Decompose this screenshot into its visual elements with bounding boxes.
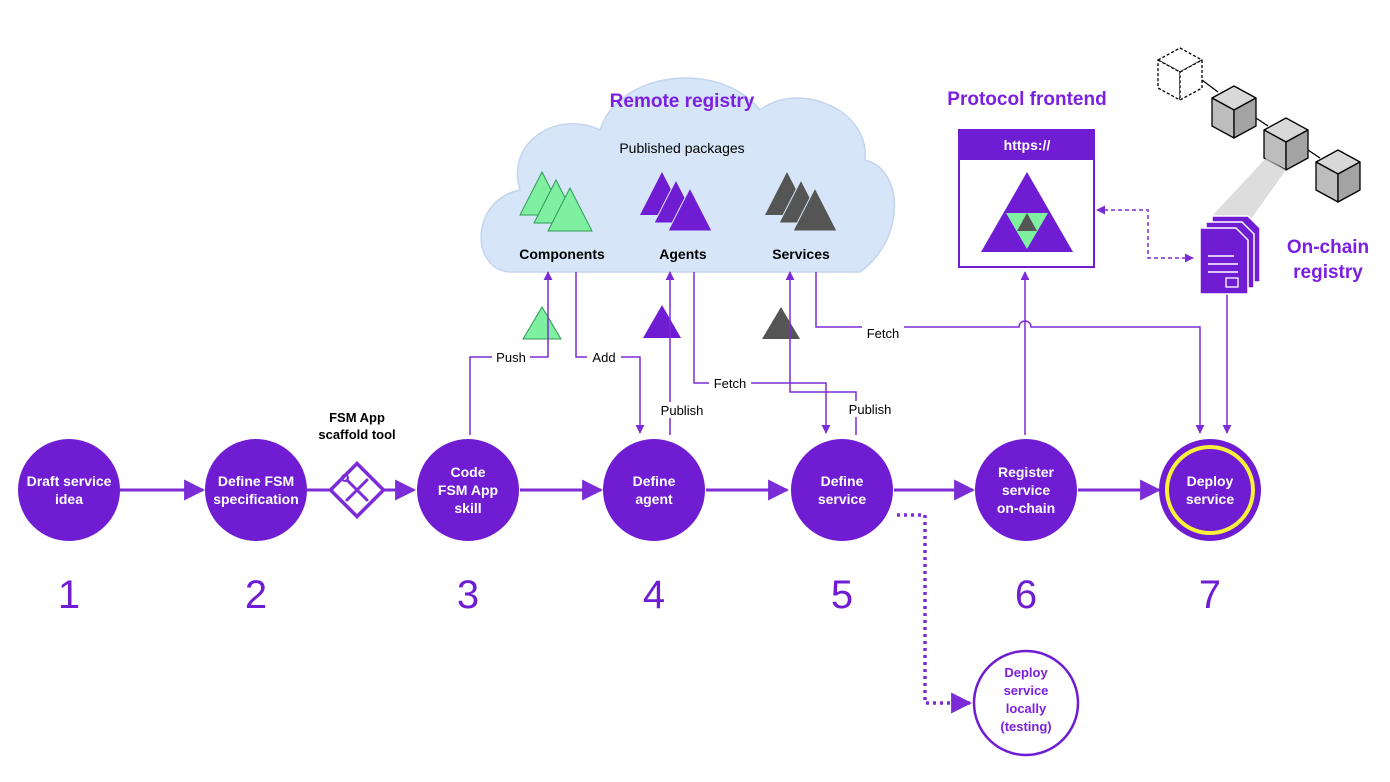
agents-package-icon <box>640 172 713 232</box>
frontend-url: https:// <box>1004 137 1051 153</box>
step-5-node: Define service 5 <box>791 439 893 617</box>
step-circle <box>791 439 893 541</box>
push-label: Push <box>496 350 526 365</box>
step-5-label-line: service <box>818 491 866 507</box>
step-2-label-line: specification <box>213 491 299 507</box>
step-7-node: Deploy service 7 <box>1159 439 1261 617</box>
step-7-label-line: Deploy <box>1187 473 1234 489</box>
deploy-locally-line-1: Deploy <box>1004 665 1048 680</box>
onchain-registry-line-1: On-chain <box>1287 237 1369 258</box>
step-circle <box>417 439 519 541</box>
frontend-registry-link <box>1096 205 1194 263</box>
step-7-number: 7 <box>1199 573 1221 617</box>
service-package-triangle <box>762 307 800 339</box>
step-4-label-line: agent <box>635 491 673 507</box>
deploy-locally-node <box>972 649 1080 757</box>
step-6-label-line: on-chain <box>997 500 1055 516</box>
step-4-node: Define agent 4 <box>603 439 705 617</box>
protocol-frontend-title: Protocol frontend <box>947 89 1106 110</box>
published-packages-label: Published packages <box>619 140 744 156</box>
fetch-agent-label: Fetch <box>714 376 747 391</box>
step-7-label-line: service <box>1186 491 1234 507</box>
step-2-label-line: Define FSM <box>218 473 294 489</box>
scaffold-tool-line-2: scaffold tool <box>318 427 395 442</box>
blockchain-cubes-icon <box>1157 47 1361 226</box>
step-6-label-line: service <box>1002 482 1050 498</box>
services-package-icon <box>765 172 838 232</box>
wrench-screwdriver-icon <box>328 461 386 519</box>
step-4-label-line: Define <box>633 473 676 489</box>
step-1-number: 1 <box>58 573 80 617</box>
edge-labels: Push Add Fetch Publish Publish Fetch <box>492 319 904 418</box>
deploy-locally-line-4: (testing) <box>1000 719 1051 734</box>
step-6-label-line: Register <box>998 464 1055 480</box>
remote-registry-title: Remote registry <box>610 91 755 112</box>
step-1-label-line: Draft service <box>27 473 112 489</box>
step-1-node: Draft service idea 1 <box>18 439 120 617</box>
step-2-number: 2 <box>245 573 267 617</box>
add-label: Add <box>592 350 615 365</box>
steps: Draft service idea 1 Define FSM specificatio… <box>18 439 1261 617</box>
step-3-label-line: FSM App <box>438 482 498 498</box>
step-circle <box>603 439 705 541</box>
final-step-highlight-ring <box>1165 445 1255 535</box>
component-package-triangle <box>522 306 562 340</box>
step-3-label-line: skill <box>454 500 481 516</box>
step-4-number: 4 <box>643 573 665 617</box>
step-2-node: Define FSM specification 2 <box>205 439 307 617</box>
onchain-registry-line-2: registry <box>1293 262 1363 283</box>
publish-agent-label: Publish <box>661 403 704 418</box>
step-circle <box>18 439 120 541</box>
document-stack-icon <box>1199 215 1261 295</box>
components-package-icon <box>519 170 593 232</box>
step-6-number: 6 <box>1015 573 1037 617</box>
step-1-label-line: idea <box>55 491 83 507</box>
protocol-frontend-window <box>958 129 1095 268</box>
deploy-locally-line-3: locally <box>1006 701 1047 716</box>
publish-service-label: Publish <box>849 402 892 417</box>
agent-package-triangle <box>643 305 681 338</box>
components-label: Components <box>519 246 605 262</box>
step-circle <box>975 439 1077 541</box>
step-3-number: 3 <box>457 573 479 617</box>
services-label: Services <box>772 246 830 262</box>
step-circle <box>205 439 307 541</box>
fetch-service-label: Fetch <box>867 326 900 341</box>
step-3-label-line: Code <box>451 464 486 480</box>
agents-label: Agents <box>659 246 707 262</box>
local-deploy-dotted-arrow <box>897 513 973 714</box>
protocol-logo-icon <box>981 172 1073 252</box>
step-5-number: 5 <box>831 573 853 617</box>
scaffold-tool-line-1: FSM App <box>329 410 385 425</box>
deploy-locally-line-2: service <box>1004 683 1049 698</box>
step-6-node: Register service on-chain 6 <box>975 439 1077 617</box>
step-circle <box>1159 439 1261 541</box>
step-5-label-line: Define <box>821 473 864 489</box>
